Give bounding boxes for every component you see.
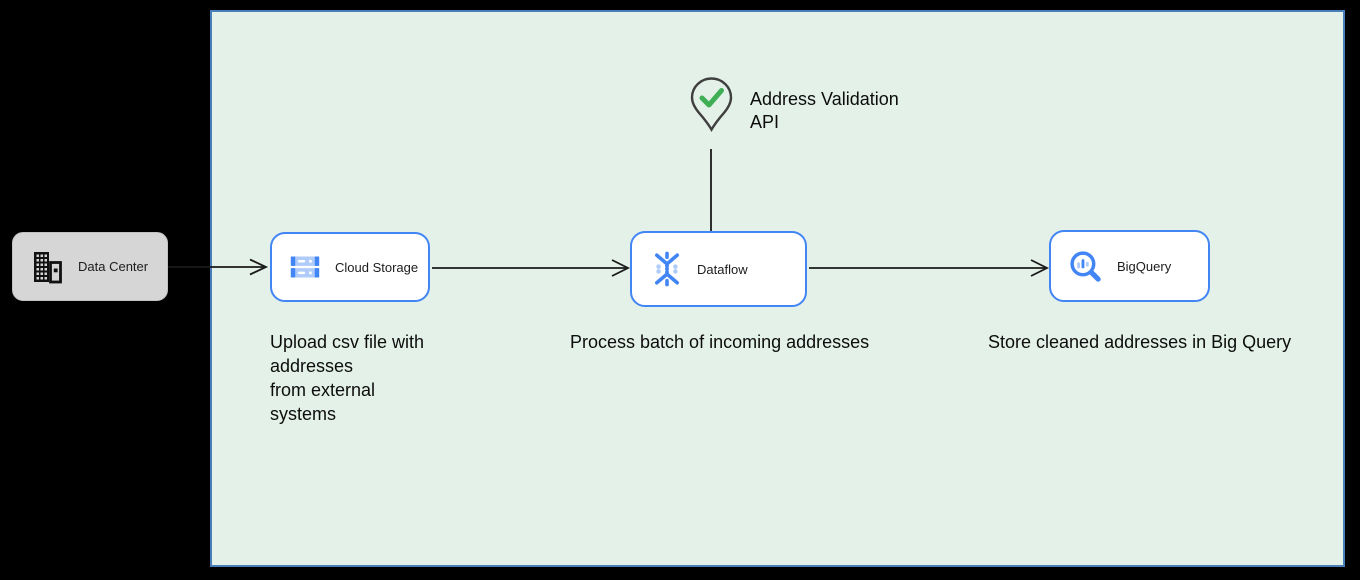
- address-validation-api-shape[interactable]: [689, 76, 734, 138]
- bigquery-icon: [1067, 248, 1103, 284]
- annotation-line: from external: [270, 380, 376, 400]
- annotation-upload-csv: Upload csv file with addresses from exte…: [270, 330, 424, 426]
- annotation-store-cleaned: Store cleaned addresses in Big Query: [988, 332, 1292, 352]
- cloud-storage-icon: [288, 250, 322, 284]
- node-label: BigQuery: [1117, 258, 1172, 274]
- node-dataflow[interactable]: Dataflow: [630, 231, 807, 307]
- node-label: Data Center: [78, 259, 149, 274]
- node-label: Cloud Storage: [335, 259, 419, 275]
- api-label-line: API: [750, 112, 780, 132]
- building-icon: [29, 249, 65, 285]
- node-label: Dataflow: [697, 261, 748, 277]
- address-validation-api-label: Address Validation API: [750, 88, 899, 134]
- node-data-center[interactable]: Data Center: [12, 232, 168, 301]
- annotation-line: addresses: [270, 356, 354, 376]
- node-cloud-storage[interactable]: Cloud Storage: [270, 232, 430, 302]
- map-pin-check-icon: [689, 77, 734, 137]
- node-bigquery[interactable]: BigQuery: [1049, 230, 1210, 302]
- annotation-line: Upload csv file with: [270, 332, 425, 352]
- annotation-line: systems: [270, 404, 337, 424]
- annotation-process-batch: Process batch of incoming addresses: [570, 332, 870, 352]
- dataflow-icon: [649, 251, 685, 287]
- api-label-line: Address Validation: [750, 89, 899, 109]
